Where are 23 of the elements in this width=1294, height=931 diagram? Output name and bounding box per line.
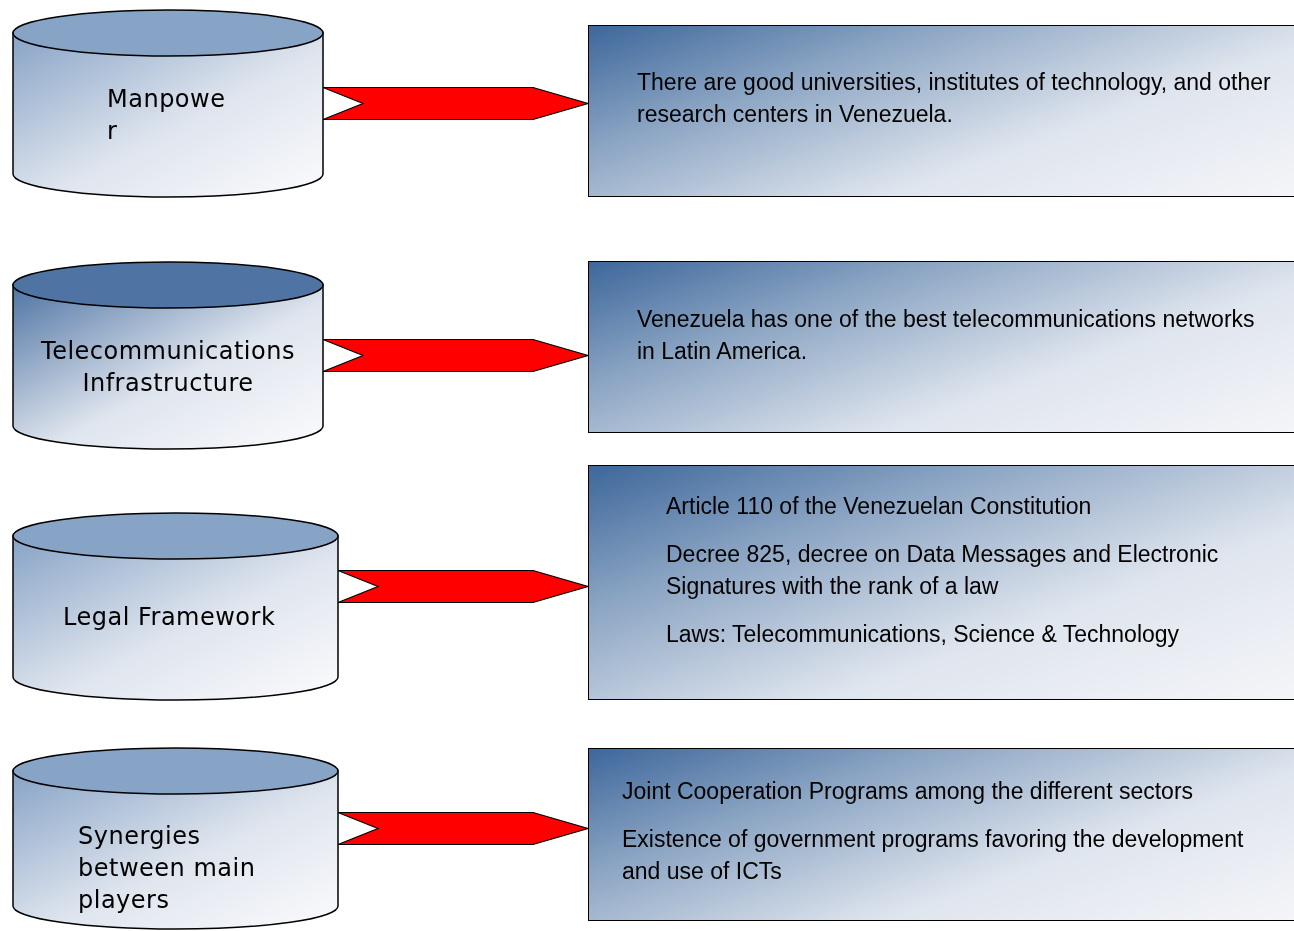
- text-box: [588, 465, 1294, 700]
- cylinder-label: Legal Framework: [63, 602, 277, 633]
- cylinder: [13, 262, 323, 449]
- cylinder: [13, 10, 323, 197]
- box-text: Decree 825, decree on Data Messages and Electronic Signatures with the rank of a law: [666, 540, 1220, 601]
- cylinder-label: Telecommunications Infrastructure: [40, 336, 296, 399]
- text-box: [588, 261, 1294, 433]
- box-text: Article 110 of the Venezuelan Constitution: [666, 492, 1093, 521]
- block-arrow: [322, 338, 591, 373]
- text-box: [588, 748, 1294, 921]
- box-text: There are good universities, institutes of technology, and other research centers in Venezuela.: [637, 68, 1272, 129]
- block-arrow: [322, 86, 591, 121]
- cylinder: [13, 748, 338, 929]
- box-text: Laws: Telecommunications, Science & Technology: [666, 620, 1181, 649]
- box-text: Existence of government programs favoring the development and use of ICTs: [622, 825, 1245, 886]
- cylinder: [13, 513, 338, 700]
- block-arrow: [337, 569, 591, 604]
- cylinder-label: Synergies between main players: [78, 821, 257, 916]
- box-text: Venezuela has one of the best telecommunications networks in Latin America.: [637, 305, 1256, 366]
- box-text: Joint Cooperation Programs among the different sectors: [622, 777, 1195, 806]
- text-box: [588, 25, 1294, 197]
- cylinder-label: Manpower: [107, 84, 227, 147]
- block-arrow: [337, 811, 591, 846]
